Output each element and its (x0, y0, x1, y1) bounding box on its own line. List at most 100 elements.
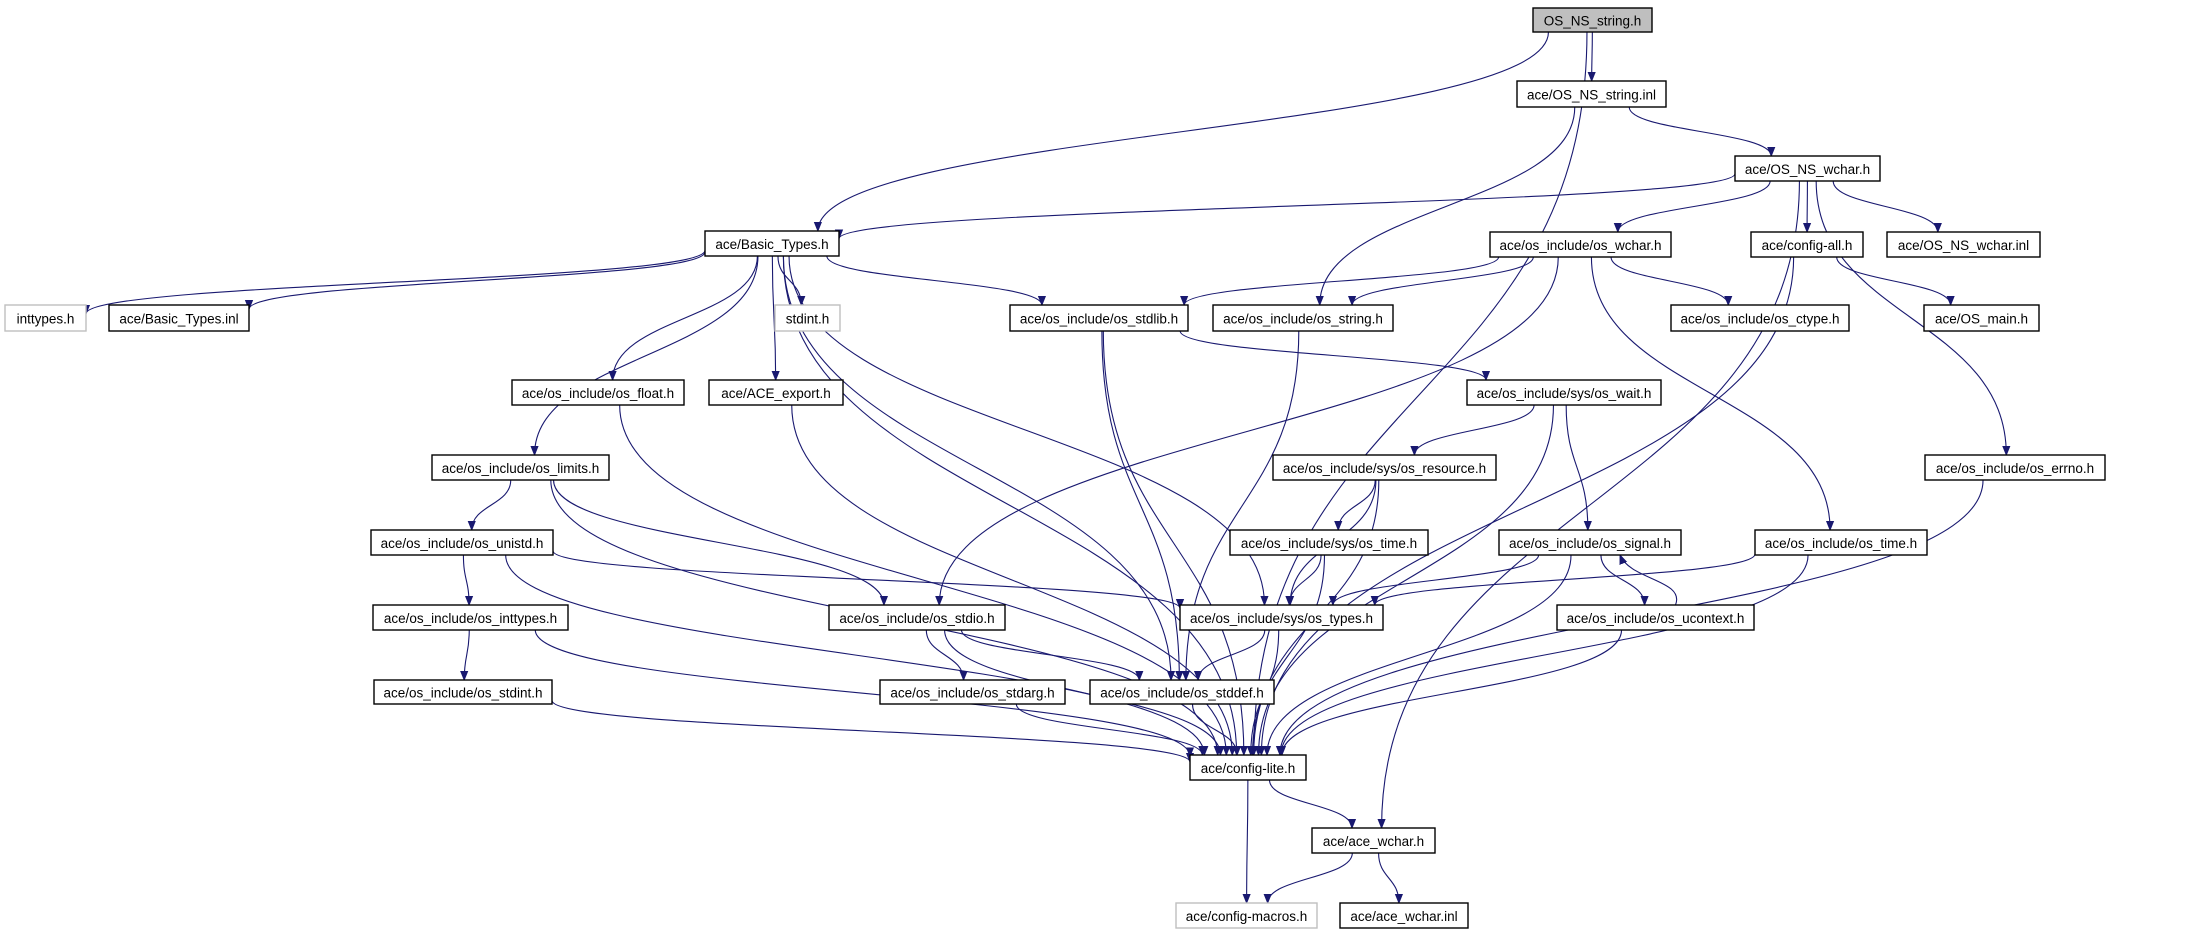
node-stdint-h[interactable]: stdint.h (774, 304, 841, 332)
edge-os_ns_string_inl-to-os_ns_wchar_h (1628, 106, 1771, 157)
node-box (1498, 529, 1682, 556)
edge-basic_types_h-to-config_lite_h (782, 255, 1236, 755)
edge-sys_os_wait_h-to-sys_os_resource_h (1414, 404, 1535, 456)
edge-sys_os_wait_h-to-os_signal_h (1565, 404, 1588, 530)
edge-os_stdlib_h-to-config_lite_h (1102, 330, 1244, 755)
edge-root-to-os_ns_string_inl (1592, 31, 1593, 81)
node-label: ace/os_include/os_stdarg.h (890, 686, 1054, 701)
node-box (108, 304, 250, 332)
node-box (4, 304, 87, 332)
node-os-wchar-h[interactable]: ace/os_include/os_wchar.h (1489, 231, 1672, 258)
edge-os_inttypes_h-to-os_stdint_h (464, 629, 470, 680)
edge-os_stdlib_h-to-os_stddef_h (1101, 330, 1179, 680)
node-config-macros-h[interactable]: ace/config-macros.h (1175, 902, 1318, 929)
edge-os_stdio_h-to-os_stddef_h (960, 629, 1139, 681)
edge-sys_os_time_h-to-config_lite_h (1253, 554, 1326, 755)
node-os-stdio-h[interactable]: ace/os_include/os_stdio.h (828, 604, 1006, 631)
node-label: ace/os_include/sys/os_wait.h (1477, 386, 1652, 401)
node-os-stdint-h[interactable]: ace/os_include/os_stdint.h (373, 679, 553, 705)
node-box (1009, 304, 1189, 332)
edge-os_wchar_h-to-os_stdio_h (939, 256, 1559, 605)
node-os-ns-wchar-inl[interactable]: ace/OS_NS_wchar.inl (1886, 231, 2041, 258)
edge-os_stdlib_h-to-sys_os_wait_h (1179, 330, 1486, 381)
edge-os_stdint_h-to-config_lite_h (551, 700, 1190, 763)
edge-os_ns_wchar_h-to-os_ns_wchar_inl (1832, 180, 1938, 233)
node-box (1924, 454, 2106, 481)
node-ace-wchar-inl[interactable]: ace/ace_wchar.inl (1339, 902, 1469, 929)
node-label: ace/os_include/os_stdlib.h (1020, 312, 1178, 327)
node-label: stdint.h (786, 312, 830, 327)
node-config-lite-h[interactable]: ace/config-lite.h (1189, 754, 1307, 781)
node-label: ace/Basic_Types.h (715, 237, 828, 252)
node-label: ace/os_include/sys/os_types.h (1190, 611, 1373, 626)
edge-os_time_h-to-sys_os_types_h (1375, 553, 1756, 606)
edge-basic_types_h-to-os_stddef_h (782, 255, 1171, 680)
node-os-ucontext-h[interactable]: ace/os_include/os_ucontext.h (1556, 604, 1755, 631)
node-os-stdarg-h[interactable]: ace/os_include/os_stdarg.h (879, 679, 1066, 705)
node-box (1754, 529, 1928, 556)
node-os-ctype-h[interactable]: ace/os_include/os_ctype.h (1670, 304, 1850, 332)
node-label: ace/os_include/os_ctype.h (1680, 312, 1839, 327)
node-os-stdlib-h[interactable]: ace/os_include/os_stdlib.h (1009, 304, 1189, 332)
edge-os_wchar_h-to-os_time_h (1590, 256, 1830, 530)
node-os-main-h[interactable]: ace/OS_main.h (1923, 304, 2040, 332)
node-root[interactable]: OS_NS_string.h (1532, 7, 1653, 33)
edge-config_all_h-to-config_lite_h (1261, 256, 1795, 755)
edge-ace_wchar_h-to-config_macros_h (1268, 852, 1353, 904)
node-os-unistd-h[interactable]: ace/os_include/os_unistd.h (370, 529, 554, 556)
node-os-ns-string-inl[interactable]: ace/OS_NS_string.inl (1516, 80, 1667, 108)
node-label: ace/config-all.h (1762, 238, 1853, 253)
node-label: ace/OS_main.h (1935, 312, 2028, 327)
node-box (879, 679, 1066, 705)
node-os-time-h[interactable]: ace/os_include/os_time.h (1754, 529, 1928, 556)
node-box (1272, 454, 1497, 481)
node-os-inttypes-h[interactable]: ace/os_include/os_inttypes.h (372, 604, 569, 631)
edge-os_ucontext_h-to-config_lite_h (1282, 629, 1623, 755)
node-label: ace/os_include/os_wchar.h (1499, 238, 1661, 253)
node-os-limits-h[interactable]: ace/os_include/os_limits.h (431, 454, 610, 481)
edge-os_stdarg_h-to-config_lite_h (1015, 703, 1202, 756)
node-os-signal-h[interactable]: ace/os_include/os_signal.h (1498, 529, 1682, 556)
node-box (370, 529, 554, 556)
node-box (708, 379, 844, 406)
node-label: ace/OS_NS_wchar.inl (1898, 238, 2029, 253)
node-os-errno-h[interactable]: ace/os_include/os_errno.h (1924, 454, 2106, 481)
node-box (828, 604, 1006, 631)
node-os-stddef-h[interactable]: ace/os_include/os_stddef.h (1089, 679, 1275, 705)
node-label: ace/os_include/sys/os_resource.h (1283, 461, 1486, 476)
node-config-all-h[interactable]: ace/config-all.h (1750, 231, 1864, 258)
edge-config_all_h-to-os_main_h (1836, 256, 1951, 306)
node-label: ace/os_include/os_errno.h (1936, 461, 2094, 476)
edge-os_wchar_h-to-os_stdlib_h (1184, 256, 1500, 306)
node-basic-types-inl[interactable]: ace/Basic_Types.inl (108, 304, 250, 332)
node-sys-os-types-h[interactable]: ace/os_include/sys/os_types.h (1179, 604, 1384, 631)
node-ace-export-h[interactable]: ace/ACE_export.h (708, 379, 844, 406)
node-box (774, 304, 841, 332)
edge-os_time_h-to-config_lite_h (1281, 554, 1809, 755)
edge-config_lite_h-to-ace_wchar_h (1268, 779, 1352, 829)
edge-os_unistd_h-to-config_lite_h (505, 554, 1205, 755)
node-label: ace/os_include/os_stdint.h (383, 686, 542, 701)
node-label: ace/os_include/os_time.h (1765, 536, 1917, 551)
node-ace-wchar-h[interactable]: ace/ace_wchar.h (1311, 827, 1436, 854)
node-basic-types-h[interactable]: ace/Basic_Types.h (704, 230, 840, 257)
edge-os_unistd_h-to-sys_os_types_h (552, 550, 1180, 609)
node-label: ace/os_include/os_stddef.h (1100, 686, 1264, 701)
edge-os_stddef_h-to-config_lite_h (1191, 703, 1237, 756)
node-os-ns-wchar-h[interactable]: ace/OS_NS_wchar.h (1734, 155, 1881, 182)
node-os-float-h[interactable]: ace/os_include/os_float.h (511, 379, 685, 406)
node-box (1189, 754, 1307, 781)
edge-sys_os_time_h-to-sys_os_types_h (1289, 554, 1322, 605)
node-box (511, 379, 685, 406)
edge-os_limits_h-to-os_stdio_h (552, 479, 884, 605)
node-sys-os-resource-h[interactable]: ace/os_include/sys/os_resource.h (1272, 454, 1497, 481)
node-label: ace/config-macros.h (1186, 909, 1308, 924)
edge-ace_wchar_h-to-ace_wchar_inl (1378, 852, 1399, 903)
node-sys-os-time-h[interactable]: ace/os_include/sys/os_time.h (1229, 529, 1429, 556)
node-os-string-h[interactable]: ace/os_include/os_string.h (1212, 304, 1394, 332)
edge-basic_types_h-to-inttypes_h (86, 250, 706, 315)
edge-os_ns_string_inl-to-os_string_h (1320, 106, 1576, 305)
edge-sys_os_resource_h-to-sys_os_time_h (1338, 479, 1376, 531)
node-inttypes-h[interactable]: inttypes.h (4, 304, 87, 332)
node-sys-os-wait-h[interactable]: ace/os_include/sys/os_wait.h (1466, 379, 1662, 406)
